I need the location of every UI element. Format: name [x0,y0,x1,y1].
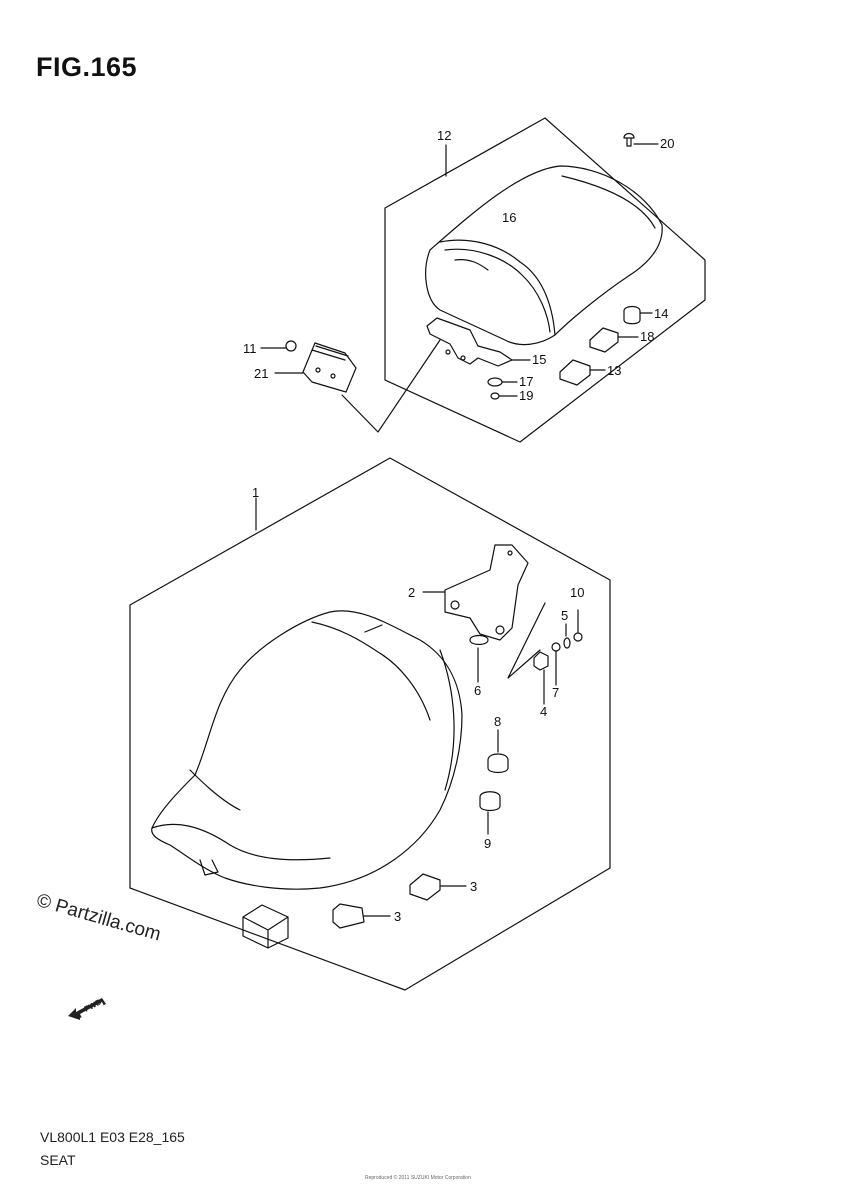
callout-21: 21 [254,366,268,381]
callout-11: 11 [243,341,257,356]
callout-4: 4 [540,704,547,719]
tool-box-part [242,904,289,949]
callout-19: 19 [519,388,533,403]
copyright-note: Reproduced © 2011 SUZUKI Motor Corporati… [365,1175,471,1181]
figure-code: VL800L1 E03 E28_165 [40,1129,185,1145]
cushion-8-part [487,753,509,774]
cushion-9-part [479,791,501,812]
washer-6-part [469,634,489,646]
seat-bracket-2-part [444,544,546,679]
cushion-14-part [623,305,641,325]
callout-12: 12 [437,128,451,143]
callout-17: 17 [519,374,533,389]
nut-4-part [533,651,549,671]
callout-2: 2 [408,585,415,600]
nut-10-part [573,632,583,642]
figure-name: SEAT [40,1152,76,1168]
callout-1: 1 [252,485,259,500]
damper-13-part [559,359,591,386]
callout-3b: 3 [394,909,401,924]
callout-15: 15 [532,352,546,367]
pillion-seat-part [425,165,663,346]
damper-18-part [589,327,619,353]
figure-title: FIG.165 [36,52,138,82]
damper-3a-part [409,873,441,901]
screw-20-part [623,132,635,147]
callout-14: 14 [654,306,668,321]
callout-7: 7 [552,685,559,700]
pillion-bracket-part [426,317,513,367]
fwd-arrow-icon: FWD [68,997,106,1020]
main-seat-part [151,610,463,890]
callout-10: 10 [570,585,584,600]
damper-3b-part [332,903,365,929]
washer-7-part [551,642,561,652]
callout-6: 6 [474,683,481,698]
seat-assembly-outline [129,457,611,991]
callout-20: 20 [660,136,674,151]
washer-17-part [487,377,503,387]
washer-5-part [563,637,571,649]
callout-18: 18 [640,329,654,344]
pillion-assembly-outline [384,117,706,443]
callout-3a: 3 [470,879,477,894]
callout-9: 9 [484,836,491,851]
bolt-11-part [285,340,297,352]
callout-16: 16 [502,210,516,225]
hook-21-part [302,342,357,393]
callout-13: 13 [607,363,621,378]
callout-8: 8 [494,714,501,729]
callout-5: 5 [561,608,568,623]
nut-19-part [490,392,500,400]
